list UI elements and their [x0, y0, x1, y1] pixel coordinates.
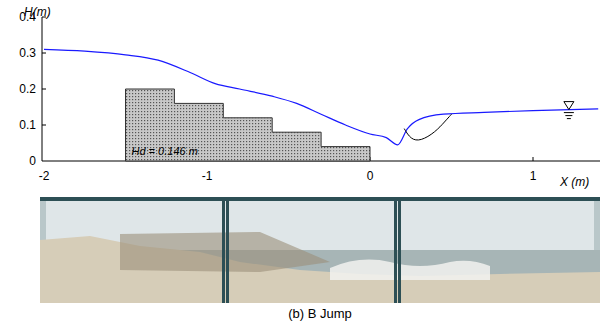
y-tick	[42, 89, 46, 90]
jump-roller-line	[404, 114, 451, 140]
y-tick	[42, 125, 46, 126]
water-level-symbol	[565, 115, 572, 116]
water-level-symbol	[564, 112, 574, 113]
axis-title: X (m)	[560, 176, 589, 188]
stepped-spillway	[126, 89, 371, 161]
x-tick	[533, 157, 534, 161]
y-tick	[42, 53, 46, 54]
tick-label: 0.3	[19, 47, 36, 59]
tick-label: 0.4	[19, 11, 36, 23]
tick-label: 0	[29, 155, 36, 167]
figure-caption: (b) B Jump	[288, 307, 352, 320]
tick-label: 0	[367, 170, 374, 182]
tick-label: -2	[39, 170, 50, 182]
water-level-symbol	[564, 102, 574, 110]
flume-photo	[40, 197, 600, 303]
tick-label: -1	[202, 170, 213, 182]
dimension-label: Hd = 0.146 m	[132, 146, 198, 157]
tick-label: 0.2	[19, 83, 36, 95]
water-surface-line	[44, 49, 598, 144]
tick-label: 1	[530, 170, 537, 182]
tick-label: 0.1	[19, 119, 36, 131]
water-level-symbol	[567, 118, 571, 119]
